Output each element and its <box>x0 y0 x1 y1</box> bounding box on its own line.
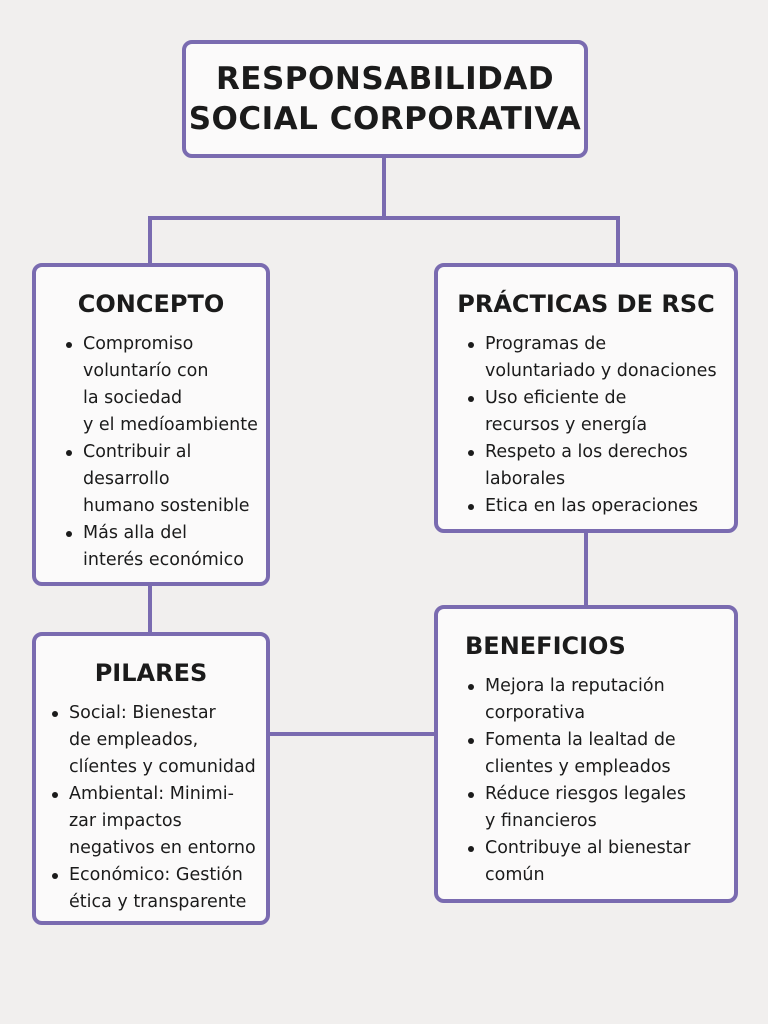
practicas-item: Programas de voluntariado y donaciones <box>468 331 734 385</box>
practicas-item-line: Programas de <box>485 334 607 354</box>
beneficios-item-line: común <box>485 865 545 885</box>
pilares-item-line: Ambiental: Minimi- <box>69 784 234 804</box>
pilares-item-line: clíentes y comunidad <box>69 757 256 777</box>
title-line-1: RESPONSABILIDAD <box>215 61 555 97</box>
beneficios-item-line: clientes y empleados <box>485 757 671 777</box>
beneficios-box: BENEFICIOS Mejora la reputación corporat… <box>434 605 738 903</box>
pilares-item-line: Económico: Gestión <box>69 865 243 885</box>
pilares-item: Ambiental: Minimi- zar impactos negativo… <box>52 781 266 862</box>
title-line-2: SOCIAL CORPORATIVA <box>188 101 582 137</box>
practicas-item-line: Uso eficiente de <box>485 388 627 408</box>
concepto-heading: CONCEPTO <box>77 290 225 318</box>
concepto-item-line: humano sostenible <box>83 496 250 516</box>
concepto-list: Compromiso voluntarío con la sociedad y … <box>66 331 266 574</box>
concepto-item: Compromiso voluntarío con la sociedad y … <box>66 331 266 439</box>
concepto-item-line: voluntarío con <box>83 361 209 381</box>
practicas-item-line: recursos y energía <box>485 415 648 435</box>
practicas-box: PRÁCTICAS DE RSC Programas de voluntaria… <box>434 263 738 533</box>
beneficios-item-line: Mejora la reputación <box>485 676 665 696</box>
pilares-item: Económico: Gestión ética y transparente <box>52 862 266 916</box>
practicas-item: Uso eficiente de recursos y energía <box>468 385 734 439</box>
beneficios-item: Mejora la reputación corporativa <box>468 673 734 727</box>
concepto-item-line: la sociedad <box>83 388 183 408</box>
pilares-item-line: zar impactos <box>69 811 182 831</box>
practicas-item-line: Etica en las operaciones <box>485 496 699 516</box>
concepto-item-line: Contribuir al <box>83 442 192 462</box>
beneficios-heading: BENEFICIOS <box>465 632 626 660</box>
concepto-box: CONCEPTO Compromiso voluntarío con la so… <box>32 263 270 586</box>
concepto-item-line: interés económico <box>83 550 244 570</box>
beneficios-item-line: corporativa <box>485 703 586 723</box>
beneficios-item-line: y financieros <box>485 811 597 831</box>
practicas-item-line: laborales <box>485 469 566 489</box>
beneficios-item-line: Fomenta la lealtad de <box>485 730 676 750</box>
concepto-item: Más alla del interés económico <box>66 520 266 574</box>
pilares-heading: PILARES <box>94 659 208 687</box>
beneficios-item: Fomenta la lealtad de clientes y emplead… <box>468 727 734 781</box>
beneficios-item-line: Réduce riesgos legales <box>485 784 686 804</box>
beneficios-item-line: Contribuye al bienestar <box>485 838 691 858</box>
title-box: RESPONSABILIDAD SOCIAL CORPORATIVA <box>182 40 588 158</box>
beneficios-item: Contribuye al bienestar común <box>468 835 734 889</box>
pilares-list: Social: Bienestar de empleados, clíentes… <box>52 700 266 916</box>
pilares-box: PILARES Social: Bienestar de empleados, … <box>32 632 270 925</box>
practicas-list: Programas de voluntariado y donaciones U… <box>468 331 734 520</box>
concepto-item-line: y el medíoambiente <box>83 415 258 435</box>
concepto-item: Contribuir al desarrollo humano sostenib… <box>66 439 266 520</box>
pilares-item: Social: Bienestar de empleados, clíentes… <box>52 700 266 781</box>
pilares-item-line: de empleados, <box>69 730 199 750</box>
practicas-item-line: Respeto a los derechos <box>485 442 688 462</box>
pilares-item-line: ética y transparente <box>69 892 247 912</box>
practicas-item: Respeto a los derechos laborales <box>468 439 734 493</box>
beneficios-item: Réduce riesgos legales y financieros <box>468 781 734 835</box>
practicas-item: Etica en las operaciones <box>468 493 734 520</box>
practicas-heading: PRÁCTICAS DE RSC <box>457 290 715 318</box>
concepto-item-line: desarrollo <box>83 469 170 489</box>
pilares-item-line: Social: Bienestar <box>69 703 216 723</box>
concepto-item-line: Compromiso <box>83 334 194 354</box>
pilares-item-line: negativos en entorno <box>69 838 256 858</box>
beneficios-list: Mejora la reputación corporativa Fomenta… <box>468 673 734 889</box>
concepto-item-line: Más alla del <box>83 523 187 543</box>
practicas-item-line: voluntariado y donaciones <box>485 361 717 381</box>
